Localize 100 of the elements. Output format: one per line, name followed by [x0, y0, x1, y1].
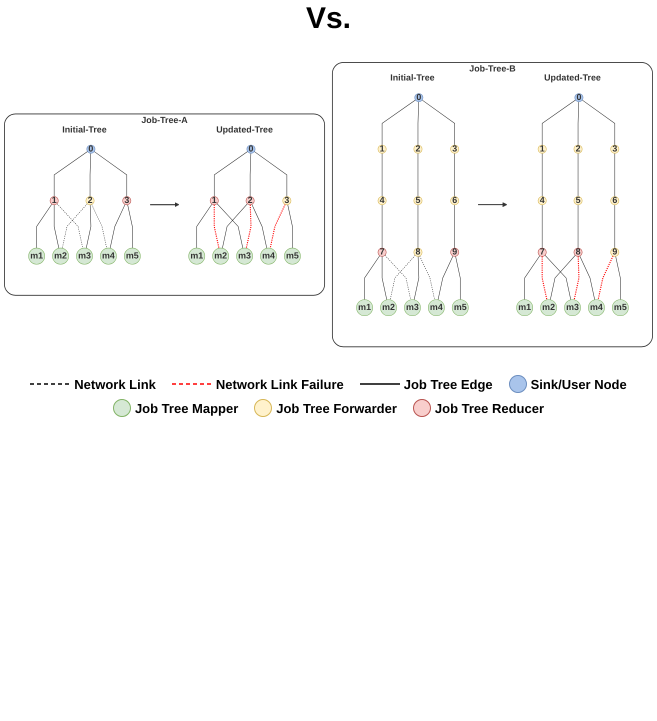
- node-circle: 9: [610, 248, 620, 257]
- connector: [542, 100, 576, 146]
- connector: [36, 204, 52, 248]
- connector: [454, 153, 455, 197]
- node-circle: 3: [282, 196, 292, 206]
- node-circle: m5: [284, 248, 301, 265]
- node-circle: m1: [28, 248, 46, 265]
- node-circle: 9: [450, 248, 460, 257]
- node-circle: 2: [86, 196, 94, 206]
- connector: [419, 256, 435, 300]
- connector: [454, 204, 455, 248]
- connector: [438, 256, 454, 300]
- connector: [418, 101, 419, 146]
- node-circle: 2: [574, 144, 582, 154]
- node-circle: m1: [188, 248, 206, 265]
- connector: [196, 204, 212, 248]
- connector: [250, 153, 252, 197]
- connector: [222, 204, 248, 249]
- connector: [550, 255, 576, 300]
- connector: [390, 255, 416, 300]
- connector: [414, 256, 420, 300]
- arrow: [150, 202, 180, 208]
- node-circle: m4: [428, 299, 445, 316]
- node-circle: m5: [612, 299, 629, 316]
- connector: [544, 254, 572, 300]
- node-circle: m2: [212, 248, 230, 265]
- connector: [56, 203, 84, 249]
- node-circle: 1: [210, 196, 219, 206]
- arrow: [478, 202, 508, 208]
- connector: [287, 204, 293, 248]
- connector: [54, 204, 60, 249]
- legend-label: Job Tree Reducer: [434, 400, 544, 416]
- legend-label: Job Tree Edge: [404, 376, 493, 392]
- node-circle: 0: [414, 93, 424, 102]
- connector: [214, 151, 248, 197]
- node-circle: m3: [564, 299, 581, 316]
- node-circle: m1: [516, 299, 534, 316]
- node-circle: 8: [574, 248, 582, 257]
- connector: [127, 204, 133, 248]
- node-circle: 1: [378, 144, 386, 154]
- connector: [246, 204, 252, 248]
- node-circle: 3: [122, 196, 132, 206]
- connector: [598, 256, 614, 300]
- node-circle: m1: [356, 299, 373, 316]
- node-text: Initial-Tree: [390, 74, 435, 83]
- connector: [614, 153, 616, 197]
- connector: [364, 255, 380, 300]
- connector: [252, 204, 268, 249]
- node-circle: 7: [378, 248, 386, 257]
- connector: [524, 255, 540, 300]
- node-circle: m4: [588, 299, 605, 316]
- node-circle: 5: [574, 196, 582, 206]
- connector: [110, 204, 126, 249]
- node-circle: 4: [538, 196, 547, 206]
- node-circle: 5: [414, 196, 422, 206]
- connector: [382, 100, 416, 146]
- connector: [578, 101, 580, 146]
- versus-label: Vs.: [304, 2, 352, 36]
- node-circle: 8: [414, 248, 422, 257]
- connector: [90, 153, 92, 197]
- legend-label: Job Tree Forwarder: [276, 400, 397, 416]
- legend-label: Network Link: [74, 376, 156, 392]
- connector: [542, 256, 548, 300]
- node-circle: m4: [260, 248, 277, 265]
- node-circle: 3: [450, 144, 460, 154]
- legend-label: Sink/User Node: [530, 376, 627, 392]
- legend-label: Job Tree Mapper: [134, 400, 238, 416]
- node-circle: 0: [246, 144, 256, 154]
- connector: [455, 256, 461, 300]
- connector: [214, 204, 220, 248]
- connector: [54, 151, 88, 197]
- connector: [422, 100, 455, 146]
- node-circle: 6: [610, 196, 620, 206]
- node-circle: m2: [380, 299, 397, 316]
- node-circle: m3: [76, 248, 93, 265]
- node-text: Updated-Tree: [216, 125, 273, 134]
- node-circle: 0: [574, 93, 584, 102]
- node-text: Initial-Tree: [62, 125, 107, 134]
- node-text: Updated-Tree: [544, 74, 601, 83]
- connector: [382, 256, 388, 300]
- node-circle: m3: [236, 248, 253, 265]
- node-circle: 2: [246, 196, 255, 206]
- node-circle: m3: [404, 299, 421, 316]
- node-circle: 1: [538, 144, 547, 154]
- node-circle: 2: [414, 144, 422, 154]
- node-circle: 0: [86, 144, 96, 154]
- node-circle: 3: [610, 144, 620, 154]
- connector: [86, 204, 92, 249]
- connector: [92, 204, 107, 249]
- connector: [216, 203, 244, 249]
- connector: [615, 256, 621, 300]
- connector: [62, 204, 88, 249]
- node-circle: m5: [124, 248, 141, 265]
- node-circle: 7: [538, 248, 547, 257]
- connector: [270, 204, 286, 248]
- connector: [614, 204, 616, 248]
- connector: [254, 151, 288, 197]
- connector: [582, 100, 616, 146]
- node-circle: m2: [540, 299, 557, 316]
- connector: [384, 254, 411, 300]
